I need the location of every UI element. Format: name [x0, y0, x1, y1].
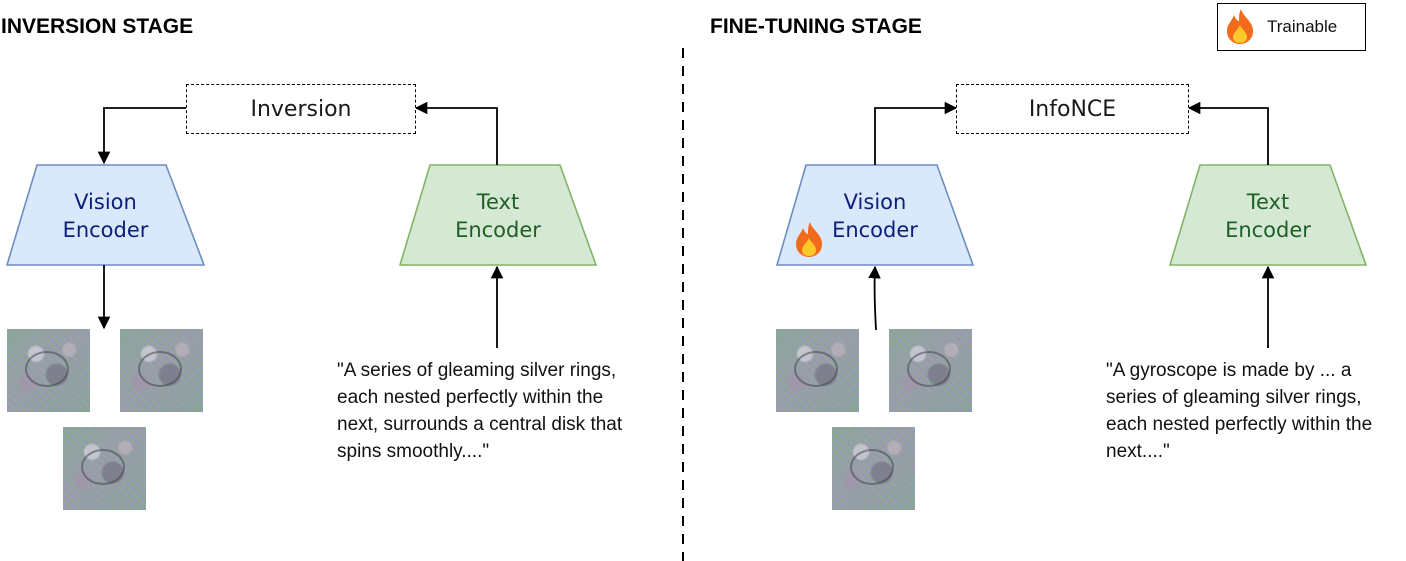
infonce-box: InfoNCE	[956, 84, 1189, 134]
prompt-line: each nested perfectly within the	[1106, 414, 1373, 435]
inversion-stage-title: INVERSION STAGE	[1, 15, 194, 38]
prompt-line: next...."	[1106, 441, 1170, 462]
trainable-legend: Trainable	[1217, 3, 1366, 51]
inverted-image	[63, 427, 146, 510]
text-encoder-shape-finetune	[1168, 164, 1368, 266]
arrow-text-to-inversion	[414, 101, 498, 165]
prompt-line: spins smoothly...."	[337, 441, 490, 462]
vision-encoder-line2: Encoder	[832, 218, 918, 242]
arrow-text-to-infonce	[1187, 101, 1269, 165]
text-encoder-line1: Text	[1246, 190, 1290, 214]
prompt-line: "A gyroscope is made by ... a	[1106, 360, 1352, 381]
vision-encoder-line2: Encoder	[62, 218, 149, 242]
text-encoder-shape-inversion	[398, 164, 598, 266]
infonce-label: InfoNCE	[1028, 96, 1117, 122]
fire-icon	[796, 222, 822, 257]
vision-encoder-label-finetune: Vision Encoder	[777, 188, 973, 244]
prompt-line: each nested perfectly within the	[337, 387, 604, 408]
inverted-image	[7, 329, 90, 412]
vision-encoder-shape-finetune	[775, 164, 975, 266]
prompt-line: "A series of gleaming silver rings,	[337, 360, 617, 381]
inverted-image	[889, 329, 972, 412]
prompt-text-inversion: "A series of gleaming silver rings, each…	[337, 357, 622, 465]
vision-encoder-line1: Vision	[843, 190, 907, 214]
inversion-label: Inversion	[250, 96, 352, 122]
inverted-image	[832, 427, 915, 510]
text-encoder-line2: Encoder	[1225, 218, 1311, 242]
vision-encoder-shape-inversion	[5, 164, 206, 266]
text-encoder-line1: Text	[476, 190, 520, 214]
text-encoder-line2: Encoder	[455, 218, 541, 242]
arrow-vision-to-infonce	[874, 101, 958, 165]
text-encoder-label-finetune: Text Encoder	[1170, 188, 1366, 244]
vision-encoder-label-inversion: Vision Encoder	[7, 188, 204, 244]
text-encoder-label-inversion: Text Encoder	[400, 188, 596, 244]
inversion-box: Inversion	[186, 84, 416, 134]
prompt-text-finetune: "A gyroscope is made by ... a series of …	[1106, 357, 1372, 465]
fire-icon	[1227, 9, 1253, 44]
inverted-image	[120, 329, 203, 412]
prompt-line: next, surrounds a central disk that	[337, 414, 623, 435]
vision-encoder-line1: Vision	[74, 190, 137, 214]
arrow-images-to-vision-encoder	[868, 265, 881, 331]
fine-tuning-stage-title: FINE-TUNING STAGE	[710, 15, 922, 38]
inverted-image	[776, 329, 859, 412]
legend-label: Trainable	[1267, 17, 1338, 36]
prompt-line: series of gleaming silver rings,	[1106, 387, 1362, 408]
arrow-inversion-to-vision	[97, 107, 186, 165]
